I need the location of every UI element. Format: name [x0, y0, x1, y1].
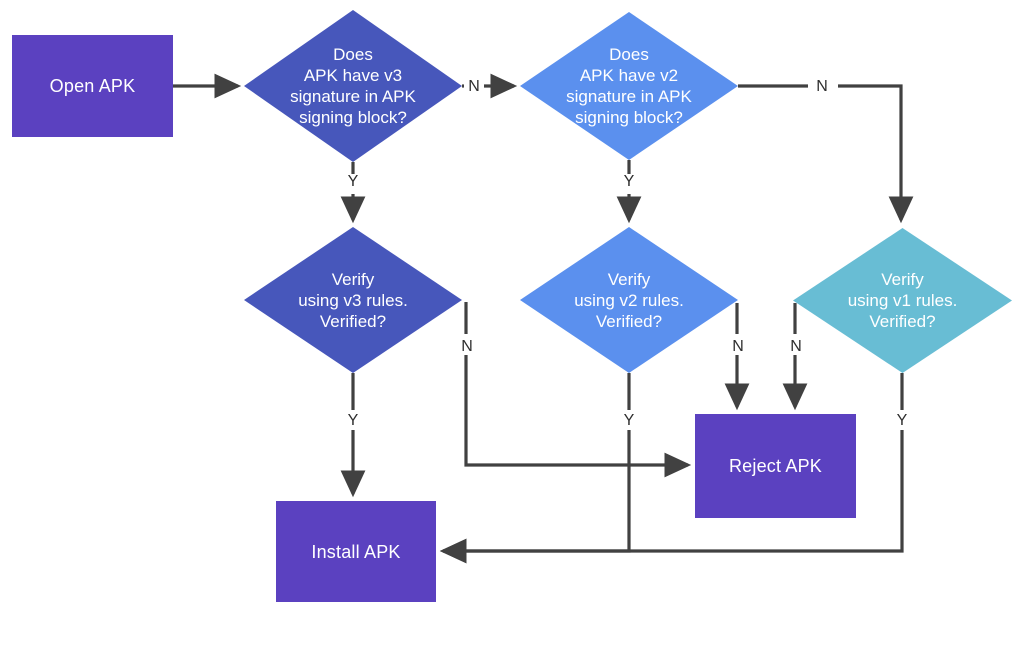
node-verify-v2-rules[interactable]: Verify using v2 rules. Verified? — [520, 227, 738, 373]
line-1: Does — [609, 45, 649, 64]
node-has-v2-signature-label: Does APK have v2 signature in APK signin… — [560, 44, 698, 128]
line-1: Verify — [331, 269, 375, 289]
edge-verifyv3-no-to-reject — [464, 354, 692, 478]
line-2: using v1 rules. — [847, 291, 958, 310]
node-install-apk-label: Install APK — [311, 541, 401, 562]
line-2: APK have v2 — [579, 66, 679, 85]
line-1: Verify — [607, 269, 651, 289]
diamond-shape — [793, 228, 1012, 373]
edge-label-hasv3-no: N — [464, 79, 484, 95]
line-4: signing block? — [299, 108, 407, 127]
line-3: signature in APK — [566, 87, 692, 106]
edge-label-verifyv2-no: N — [728, 339, 748, 355]
edge-label-verifyv3-no: N — [457, 339, 477, 355]
node-has-v3-signature-label: Does APK have v3 signature in APK signin… — [284, 44, 422, 128]
edge-label-verifyv1-yes: Y — [893, 413, 911, 429]
line-3: signature in APK — [290, 87, 416, 106]
edge-verifyv1-yes-to-install — [439, 430, 904, 564]
diamond-shape — [244, 10, 462, 162]
edge-label-hasv3-yes: Y — [344, 174, 362, 190]
node-reject-apk[interactable]: Reject APK — [695, 414, 856, 518]
node-reject-apk-label: Reject APK — [728, 456, 823, 476]
edge-hasv2-no-seg2 — [838, 84, 914, 224]
line-4: signing block? — [575, 108, 683, 127]
line-2: APK have v3 — [303, 66, 403, 85]
line-2: using v3 rules. — [298, 290, 408, 310]
line-3: Verified? — [319, 311, 387, 331]
edge-label-verifyv1-no: N — [786, 339, 806, 355]
node-has-v3-signature[interactable]: Does APK have v3 signature in APK signin… — [244, 10, 462, 162]
line-1: Verify — [881, 270, 924, 289]
edge-verifyv2-yes-to-install — [439, 430, 631, 564]
line-2: using v2 rules. — [574, 290, 684, 310]
node-open-apk-label: Open APK — [49, 76, 136, 96]
line-1: Does — [333, 45, 373, 64]
diamond-shape — [520, 227, 738, 373]
node-install-apk[interactable]: Install APK — [276, 501, 436, 602]
edge-label-verifyv3-yes: Y — [344, 413, 362, 429]
node-has-v2-signature[interactable]: Does APK have v2 signature in APK signin… — [520, 12, 738, 160]
line-3: Verified? — [869, 312, 936, 331]
node-verify-v2-rules-label: Verify using v2 rules. Verified? — [568, 269, 690, 332]
node-verify-v3-rules[interactable]: Verify using v3 rules. Verified? — [244, 227, 462, 373]
diamond-shape — [244, 227, 462, 373]
edge-label-hasv2-yes: Y — [620, 174, 638, 190]
edge-label-hasv2-no: N — [812, 79, 832, 95]
node-verify-v3-rules-label: Verify using v3 rules. Verified? — [292, 269, 414, 332]
line-3: Verified? — [595, 311, 663, 331]
node-verify-v1-rules-label: Verify using v1 rules. Verified? — [842, 269, 964, 332]
node-verify-v1-rules[interactable]: Verify using v1 rules. Verified? — [793, 228, 1012, 373]
node-open-apk[interactable]: Open APK — [12, 35, 173, 137]
edge-label-verifyv2-yes: Y — [620, 413, 638, 429]
diamond-shape — [520, 12, 738, 160]
